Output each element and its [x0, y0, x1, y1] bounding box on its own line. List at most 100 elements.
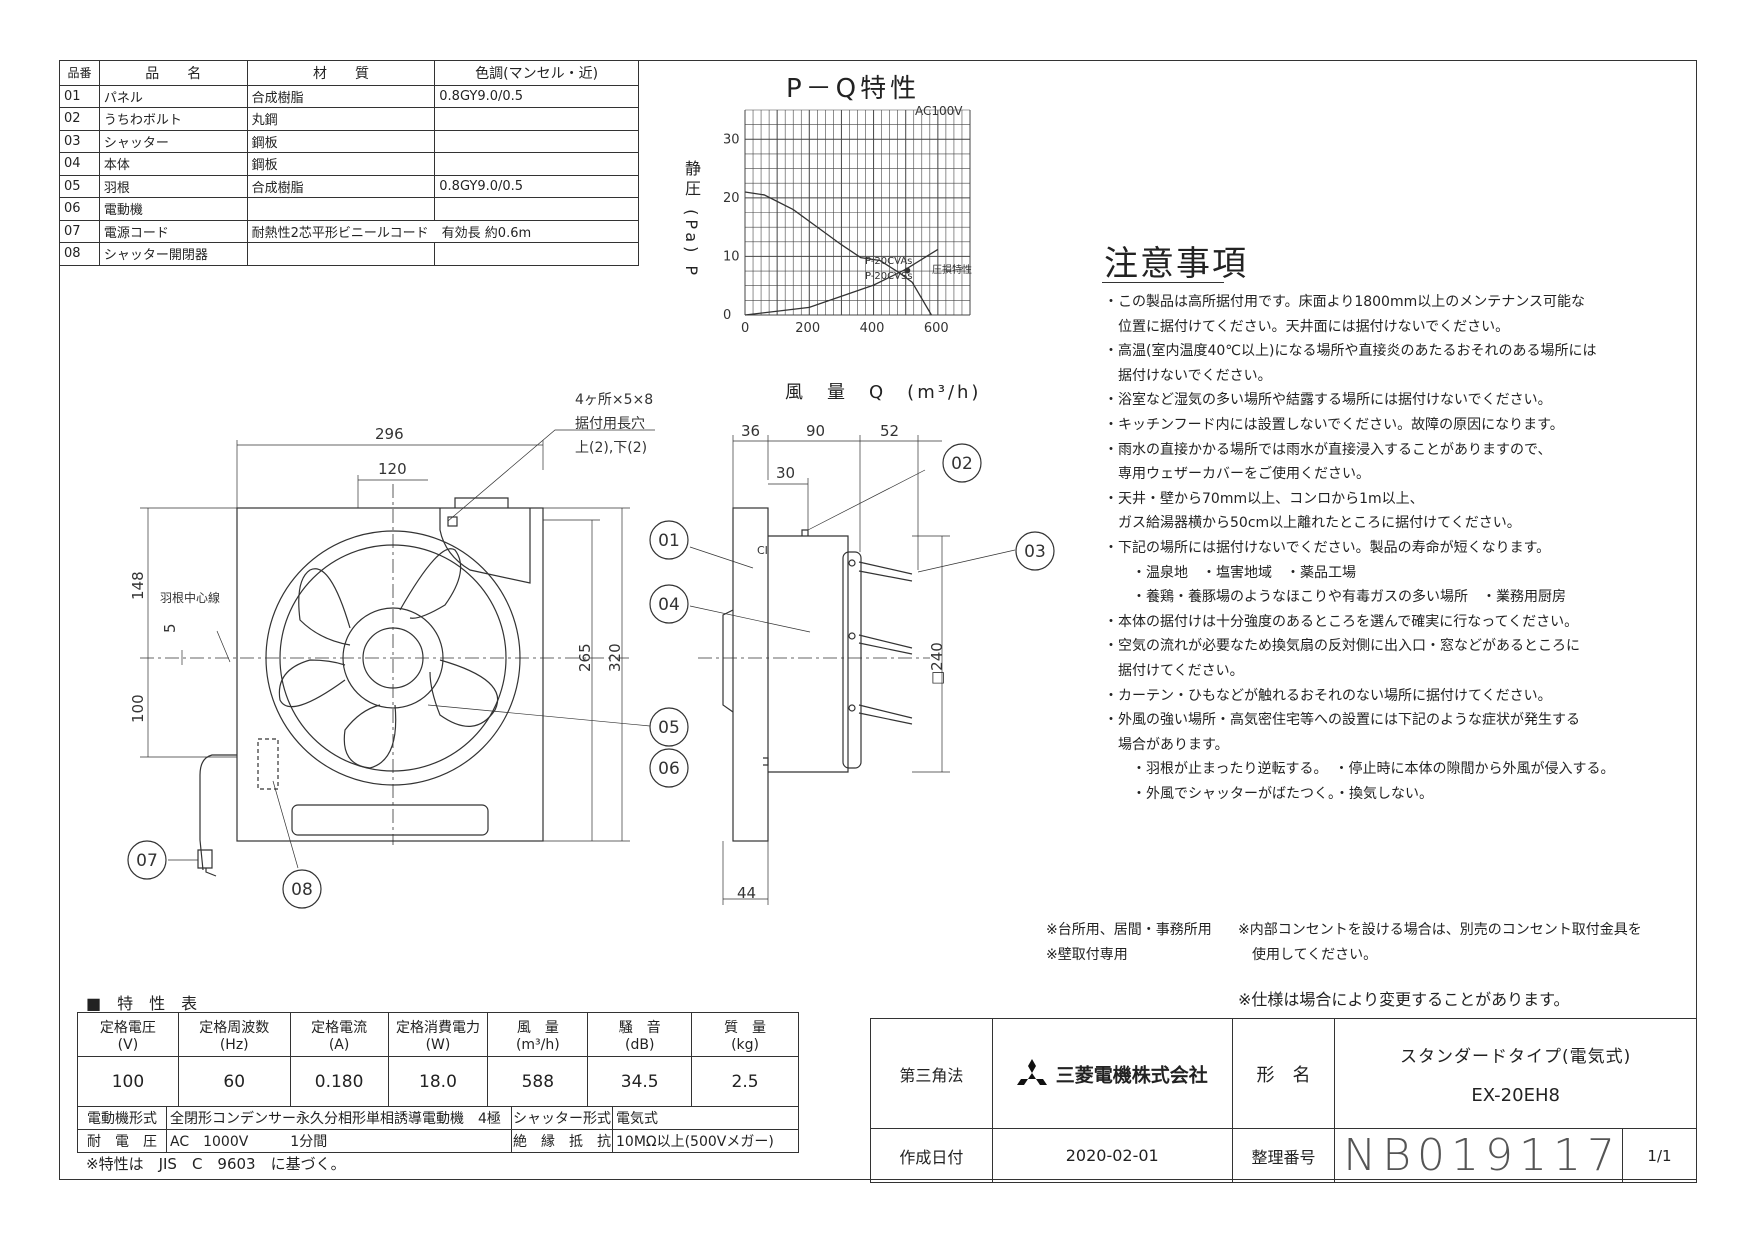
callout-01: [649, 520, 689, 560]
dim-100: 100: [129, 694, 147, 723]
spec-value: 100: [77, 1056, 179, 1107]
note-line: ・本体の据付けは十分強度のあるところを選んで確実に行なってください。: [1104, 613, 1579, 630]
spec-table: 定格電圧(V)定格周波数(Hz)定格電流(A)定格消費電力(W)風 量(m³/h…: [77, 1012, 799, 1107]
part-material: 合成樹脂: [246, 84, 436, 108]
spec-header-name: 質 量: [724, 1019, 767, 1036]
callout-04-label: 04: [658, 595, 680, 615]
parts-table-header: 品番 品 名 材 質 色調(マンセル・近): [59, 60, 639, 86]
spec-value: 2.5: [691, 1056, 799, 1107]
front-panel: [236, 507, 544, 842]
chart-series: [744, 191, 939, 316]
part-color: [434, 129, 639, 153]
callout-02-label: 02: [951, 454, 973, 474]
callout-02: [942, 443, 982, 483]
y-tick-label: 10: [723, 249, 740, 264]
sheet-value: 1/1: [1622, 1128, 1697, 1183]
note-line: ・カーテン・ひもなどが触れるおそれのない場所に据付けてください。: [1104, 687, 1552, 704]
usage-right: ※内部コンセントを設ける場合は、別売のコンセント取付金具を 使用してください。: [1238, 918, 1642, 967]
part-material: 鋼板: [246, 129, 436, 153]
shutter-label: シャッター形式: [511, 1106, 613, 1130]
side-mark: CI: [757, 544, 768, 557]
part-color: [434, 152, 639, 176]
callout-08-label: 08: [291, 880, 313, 900]
model-label: 形 名: [1231, 1018, 1336, 1129]
chart-annotation-loss: 圧損特性: [932, 263, 972, 276]
callout-07-label: 07: [136, 851, 158, 871]
spec-header: 風 量(m³/h): [487, 1012, 589, 1057]
spec-header: 定格電圧(V): [77, 1012, 179, 1057]
spec-header-name: 定格電圧: [99, 1019, 156, 1036]
note-line: ・この製品は高所据付用です。床面より1800mm以上のメンテナンス可能な: [1104, 294, 1585, 310]
spec-header-unit: (A): [328, 1036, 350, 1053]
shutter-value: 電気式: [612, 1106, 799, 1130]
side-view: [168, 435, 1016, 905]
chart-annotation-cvas: P-20CVAs: [865, 256, 912, 267]
insulation-value: 10MΩ以上(500Vメガー): [612, 1129, 799, 1153]
motor-label: 電動機形式: [77, 1106, 167, 1130]
dim-30: 30: [776, 464, 795, 482]
part-material: 鋼板: [246, 152, 436, 176]
callout-05: [649, 707, 689, 747]
chart-ylabel-text: 静圧 (Pa) P: [682, 160, 701, 280]
y-tick-label: 30: [723, 132, 740, 147]
chart-xlabel: 風 量 Q (m³/h): [785, 382, 982, 403]
part-color: [434, 197, 639, 221]
number-label: 整理番号: [1231, 1128, 1336, 1183]
dim-240: □240: [928, 642, 946, 685]
company-name: 三菱電機株式会社: [1055, 1064, 1208, 1086]
notes-title: 注意事項: [1104, 244, 1248, 284]
part-no: 04: [59, 152, 100, 176]
fan-blade: [298, 568, 351, 646]
model-cell: スタンダードタイプ(電気式) EX-20EH8: [1334, 1018, 1697, 1129]
hole-note-1: 4ヶ所×5×8: [575, 392, 653, 408]
callout-04: [649, 584, 689, 624]
usage-outlet-2: 使用してください。: [1238, 946, 1378, 963]
side-body: [768, 535, 849, 773]
spec-header-unit: (m³/h): [515, 1036, 560, 1053]
spec-value: 34.5: [587, 1056, 693, 1107]
dim-265: 265: [576, 643, 594, 672]
part-material: 丸鋼: [246, 107, 436, 131]
x-tick-label: 600: [924, 321, 949, 336]
spec-extra: 電動機形式 全閉形コンデンサー永久分相形単相誘導電動機 4極 シャッター形式 電…: [77, 1106, 799, 1153]
spec-header-name: 定格周波数: [199, 1019, 270, 1036]
spec-header: 質 量(kg): [691, 1012, 799, 1057]
part-no: 07: [59, 219, 100, 243]
dim-44: 44: [737, 884, 756, 902]
dim-36: 36: [741, 422, 760, 440]
spec-header-unit: (Hz): [219, 1036, 249, 1053]
spec-header-name: 風 量: [516, 1019, 559, 1036]
spec-header: 定格電流(A): [289, 1012, 389, 1057]
note-line: 据付けてください。: [1104, 662, 1244, 679]
pressure-loss-line: [744, 248, 939, 316]
part-name: 電源コード: [98, 219, 248, 243]
part-material: 耐熱性2芯平形ビニールコード 有効長 約0.6m: [246, 219, 640, 243]
fan-center-label: 羽根中心線: [160, 590, 220, 605]
number-value: NB019117: [1334, 1128, 1623, 1183]
operating-point: [904, 267, 911, 274]
part-color: [434, 107, 639, 131]
spec-value: 18.0: [387, 1056, 489, 1107]
spec-value: 0.180: [289, 1056, 389, 1107]
callout-06: [649, 748, 689, 788]
x-tick-label: 0: [741, 321, 749, 336]
callout-01-label: 01: [658, 531, 680, 551]
part-name: 電動機: [98, 197, 248, 221]
note-line: ・外風の強い場所・高気密住宅等への設置には下記のような症状が発生する: [1104, 712, 1580, 729]
company-cell: 三菱電機株式会社: [991, 1018, 1233, 1129]
part-name: 本体: [98, 152, 248, 176]
note-line: ・外風でシャッターがばたつく。・換気しない。: [1104, 785, 1433, 802]
spec-header-name: 定格電流: [311, 1019, 368, 1036]
chart-subtitle: AC100V: [915, 104, 963, 118]
note-line: 専用ウェザーカバーをご使用ください。: [1104, 466, 1370, 483]
bottom-grille: [291, 804, 489, 836]
side-panel: [732, 507, 769, 842]
x-tick-label: 200: [795, 321, 820, 336]
title-block: 第三角法 三菱電機株式会社 形 名 スタンダードタイプ(電気式) EX-20EH…: [870, 1018, 1697, 1183]
hole-marker: [447, 516, 458, 527]
chart-annotation-cvss: P-20CVSs: [865, 271, 913, 282]
